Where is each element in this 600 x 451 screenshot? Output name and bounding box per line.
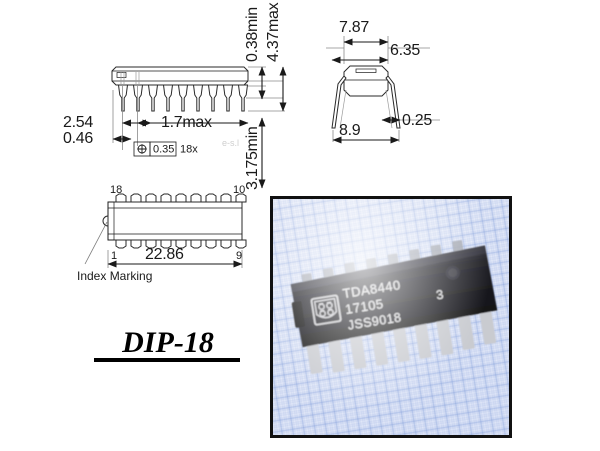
dimension-label: 7.87 [339,19,369,36]
dimension-label: 3.175min [244,127,261,190]
package-label-text: DIP-18 [122,326,214,359]
pin [207,84,219,112]
dimension-body-length: 22.86 [107,246,243,268]
dimension-row-spacing: 7.87 [339,19,389,46]
pin [237,84,249,112]
tolerance-frame: 0.35 18x [133,141,198,157]
pin [192,84,204,112]
dimension-label: 22.86 [145,246,184,263]
dimension-label: 1.7max [161,114,212,131]
dimension-lead-thickness-front: 0.25 [381,112,433,129]
dimension-label: 8.9 [339,122,361,139]
front-view: 7.87 6.35 0.25 8.9 [326,19,440,144]
component-photo: TDA8440 17105 JSS9018 3 [270,196,512,438]
dimension-body-width: 6.35 [331,42,421,64]
pin-number-top-left: 18 [110,184,122,196]
dimension-label: 2.54 [63,114,93,131]
dimension-lead-thickness: 1.7max [137,114,249,131]
dimension-seating-standoff: 0.38min [244,7,266,100]
top-view-pins-top [115,193,247,203]
tolerance-value: 0.35 [153,144,174,156]
top-view-pins-bottom [115,239,247,249]
pin [117,84,129,112]
pin-number-bottom-right: 9 [236,250,242,262]
dimension-label: 0.38min [244,7,261,62]
dimension-label: 4.37max [265,2,282,62]
index-marking-annotation: Index Marking [77,221,152,283]
side-view-body [111,66,249,86]
top-view-body [102,201,243,241]
package-label-underline [94,358,240,362]
dimension-lead-length: 3.175min [244,117,266,190]
dimension-lead-width: 0.46 [63,130,132,147]
side-view: 2.54 0.46 1.7max 0.35 18x [63,2,287,190]
dimension-label: 0.25 [402,112,432,129]
pin-number-top-right: 10 [233,184,245,196]
pin [147,84,159,112]
pin [162,84,174,112]
tolerance-quantity: 18x [180,144,198,156]
dimension-label: 6.35 [390,42,420,59]
pin-number-bottom-left: 1 [111,250,117,262]
pin [132,84,144,112]
chip-photo-overlay: TDA8440 17105 JSS9018 3 [290,240,498,375]
side-view-pins [117,72,249,112]
top-view: 18 10 1 9 22.86 Index Marking [77,184,247,283]
package-label: DIP-18 [88,326,248,362]
pin [222,84,234,112]
watermark: e-s.l [222,138,239,148]
dimension-overall-height: 4.37max [265,2,287,112]
pin [177,84,189,112]
index-marking-label: Index Marking [77,269,152,283]
dimension-lead-span: 8.9 [332,122,400,144]
dimension-label: 0.46 [63,130,93,147]
front-view-body [343,65,389,97]
